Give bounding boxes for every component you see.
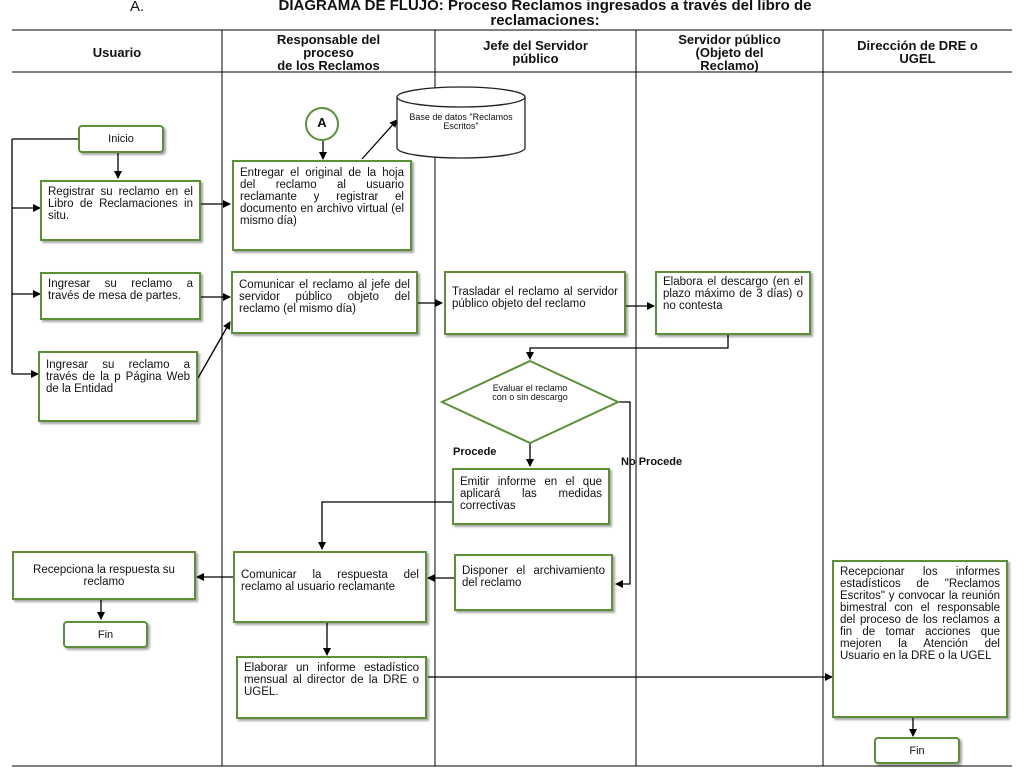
- decision-diamond: [439, 359, 621, 445]
- procede-label: Procede: [453, 446, 497, 458]
- end-terminal-usuario: Fin: [63, 621, 148, 648]
- entregar-original-box: Entregar el original de la hoja del recl…: [232, 160, 412, 251]
- lane-header-line: Dirección de DRE o: [857, 38, 978, 53]
- lane-header-line: Reclamo): [700, 57, 759, 73]
- lane-header-jefe: Jefe del Servidor público: [435, 32, 636, 72]
- emitir-informe-box: Emitir informe en el que aplicará las me…: [452, 468, 610, 525]
- lane-header-line: de los Reclamos: [277, 57, 380, 73]
- title-letter: A.: [130, 0, 145, 15]
- lane-header-line: proceso: [303, 44, 354, 60]
- database-label: Base de datos "Reclamos Escritos": [409, 112, 513, 131]
- comunicar-jefe-box: Comunicar el reclamo al jefe del servido…: [231, 271, 418, 334]
- lane-header-servidor: Servidor público (Objeto del Reclamo): [636, 32, 823, 72]
- lane-header-line: Responsable del: [276, 31, 381, 47]
- lane-header-line: Jefe del Servidor: [483, 38, 588, 53]
- title-text: DIAGRAMA DE FLUJO: Proceso Reclamos ingr…: [195, 0, 895, 28]
- lane-header-line: público: [512, 51, 559, 66]
- database-shape: [396, 86, 526, 159]
- lane-header-line: Usuario: [92, 44, 142, 60]
- title-line-1: DIAGRAMA DE FLUJO: Proceso Reclamos ingr…: [278, 0, 812, 14]
- lane-header-responsable: Responsable del proceso de los Reclamos: [222, 32, 435, 72]
- lane-header-direccion: Dirección de DRE o UGEL: [823, 32, 1012, 72]
- pagina-web-box: Ingresar su reclamo a través de la p Pág…: [38, 351, 198, 422]
- elabora-descargo-box: Elabora el descargo (en el plazo máximo …: [655, 271, 811, 335]
- connector-circle: [305, 107, 339, 141]
- mesa-partes-box: Ingresar su reclamo a través de mesa de …: [40, 272, 201, 320]
- end-terminal-direccion: Fin: [874, 737, 960, 764]
- registrar-reclamo-box: Registrar su reclamo en el Libro de Recl…: [40, 180, 201, 241]
- trasladar-reclamo-box: Trasladar el reclamo al servidor público…: [444, 271, 626, 335]
- lane-header-line: (Objeto del: [695, 44, 764, 60]
- lane-header-line: UGEL: [899, 51, 936, 66]
- connector-a-label: A: [317, 115, 327, 130]
- comunicar-respuesta-box: Comunicar la respuesta del reclamo al us…: [233, 551, 427, 623]
- recepcionar-informes-box: Recepcionar los informes estadísticos de…: [832, 560, 1008, 718]
- disponer-archivamiento-box: Disponer el archivamiento del reclamo: [454, 554, 613, 611]
- swimlane-grid: [12, 29, 1012, 767]
- lane-header-line: Servidor público: [678, 31, 781, 47]
- recepciona-respuesta-box: Recepciona la respuesta su reclamo: [12, 551, 196, 600]
- elaborar-informe-box: Elaborar un informe estadístico mensual …: [236, 656, 427, 719]
- title-line-2: reclamaciones:: [490, 12, 600, 29]
- diagram-title: A. DIAGRAMA DE FLUJO: Proceso Reclamos i…: [0, 0, 1024, 30]
- lane-header-usuario: Usuario: [12, 32, 222, 72]
- no-procede-label: No Procede: [621, 456, 683, 468]
- start-terminal: Inicio: [78, 125, 164, 153]
- evaluar-reclamo-label: Evaluar el reclamo con o sin descargo: [492, 383, 568, 402]
